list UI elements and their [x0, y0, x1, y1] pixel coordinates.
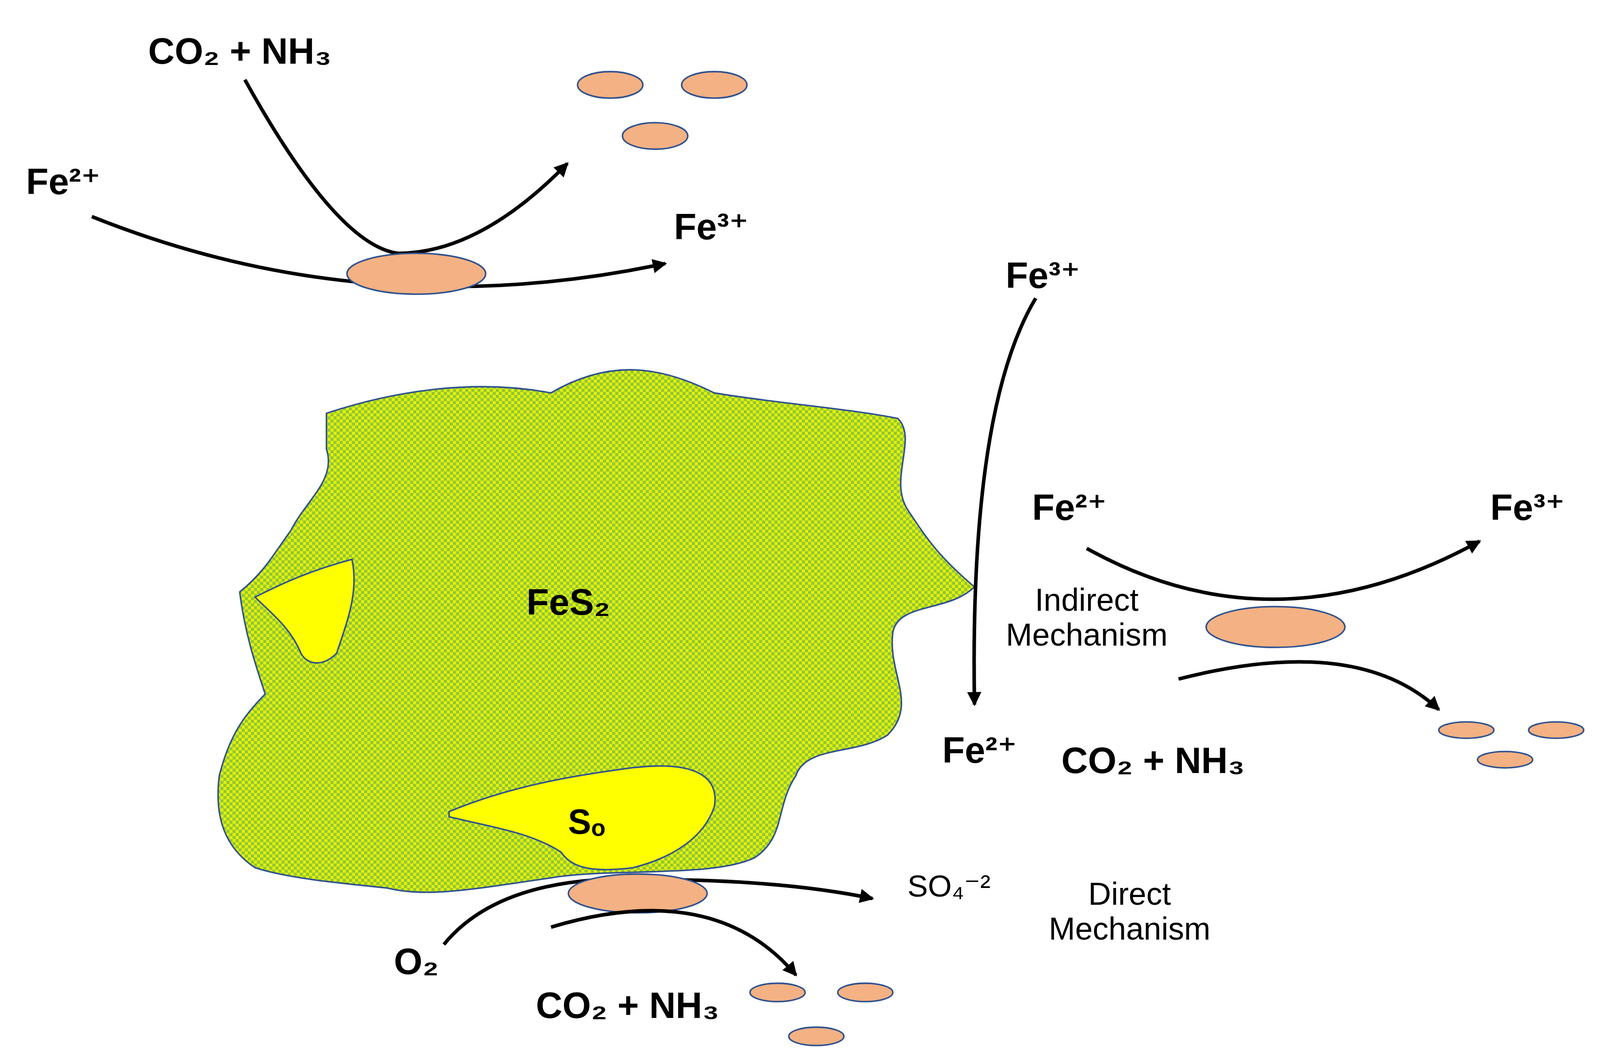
reaction-arrow [1178, 661, 1439, 710]
bacterium [622, 122, 688, 150]
sulfur-inclusion: Sₒ [443, 760, 723, 878]
pyrite-outline [218, 369, 975, 892]
sulfur-patch [255, 559, 355, 663]
species-label: CO₂ + NH₃ [1061, 739, 1245, 781]
sulfur-patch [449, 765, 716, 870]
reaction-arrow [1086, 540, 1480, 599]
reaction-arrow [551, 910, 796, 975]
species-label: Fe³⁺ [674, 206, 749, 247]
species-label: SO₄⁻² [907, 869, 991, 903]
species-label: CO₂ + NH₃ [536, 984, 720, 1026]
bacterium [1528, 721, 1584, 738]
species-label: O₂ [394, 940, 439, 982]
bacterium [1205, 606, 1345, 648]
pyrite-grain: FeS₂ Sₒ [209, 351, 980, 909]
species-label: Fe³⁺ [1005, 255, 1080, 296]
bacterium [346, 253, 486, 295]
node-label: Sₒ [567, 802, 606, 841]
bacterium [749, 982, 805, 1002]
species-label: Fe²⁺ [1032, 487, 1107, 528]
node-label: FeS₂ [526, 581, 611, 623]
species-label: CO₂ + NH₃ [147, 30, 332, 72]
reaction-arrow [244, 79, 568, 253]
bacterium [568, 873, 708, 913]
bacterium [681, 71, 747, 99]
bacterium [577, 71, 643, 99]
species-label: Fe³⁺ [1490, 487, 1565, 528]
bacterium [837, 982, 893, 1002]
mechanism-label: Indirect Mechanism [1005, 582, 1168, 653]
bacterium [1477, 751, 1533, 768]
mechanism-label: Direct Mechanism [1048, 876, 1211, 947]
bacterium [788, 1026, 844, 1046]
species-label: Fe²⁺ [25, 161, 101, 202]
bacterium [1438, 721, 1494, 738]
species-label: Fe²⁺ [942, 729, 1017, 771]
